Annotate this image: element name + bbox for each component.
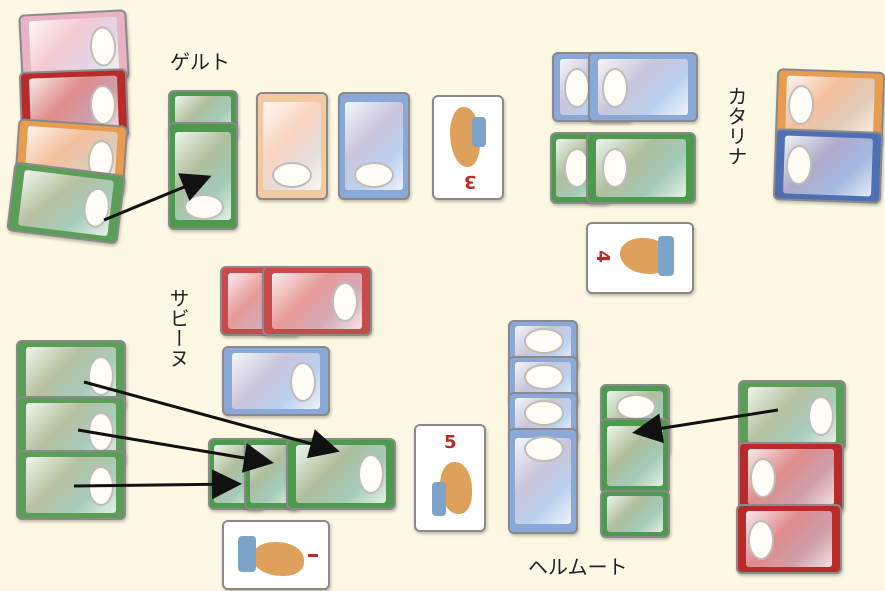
gerd-green-stack[interactable] bbox=[168, 122, 238, 230]
helmut-green-stack-2[interactable] bbox=[600, 418, 670, 494]
camel-card-4-number: 4 bbox=[591, 250, 613, 263]
hand-card-green[interactable] bbox=[6, 161, 126, 245]
katarina-hand-blue[interactable] bbox=[772, 128, 884, 204]
gerd-blue-card[interactable] bbox=[338, 92, 410, 200]
helmut-hand-red-2[interactable] bbox=[736, 504, 842, 574]
camel-card-5[interactable]: 5 bbox=[414, 424, 486, 532]
katarina-green-card-2[interactable] bbox=[586, 132, 696, 204]
camel-card-5-number: 5 bbox=[444, 432, 457, 453]
sabine-row-green-3[interactable] bbox=[286, 438, 396, 510]
camel-card-4[interactable]: 4 bbox=[586, 222, 694, 294]
sabine-bottom-card[interactable] bbox=[222, 520, 330, 590]
sabine-red-card-2[interactable] bbox=[262, 266, 372, 336]
helmut-hand-green[interactable] bbox=[738, 380, 846, 450]
gerd-orange-card[interactable] bbox=[256, 92, 328, 200]
sabine-blue-card[interactable] bbox=[222, 346, 330, 416]
camel-card-3[interactable]: 3 bbox=[432, 95, 504, 200]
camel-card-3-number: 3 bbox=[464, 171, 477, 192]
helmut-blue-stack-4[interactable] bbox=[508, 428, 578, 534]
helmut-hand-red-1[interactable] bbox=[738, 442, 844, 512]
katarina-blue-card-2[interactable] bbox=[588, 52, 698, 122]
helmut-green-stack-3[interactable] bbox=[600, 490, 670, 538]
player-label-helmut: ヘルムート bbox=[528, 555, 628, 579]
player-label-katarina: カタリナ bbox=[724, 86, 748, 166]
player-label-sabine: サビーヌ bbox=[166, 288, 190, 368]
sabine-hand-green-3[interactable] bbox=[16, 450, 126, 520]
player-label-gerd: ゲルト bbox=[170, 50, 230, 74]
